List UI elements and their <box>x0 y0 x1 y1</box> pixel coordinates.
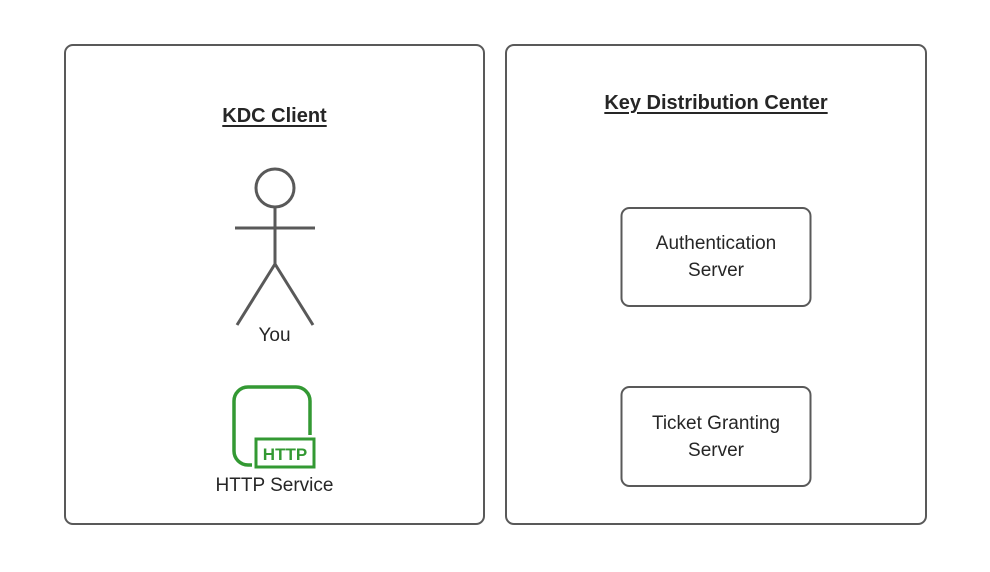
authentication-server-label: Authentication Server <box>655 233 777 281</box>
key-distribution-center-title: Key Distribution Center <box>604 92 828 114</box>
authentication-server-node: Authentication Server <box>620 207 812 307</box>
kdc-client-panel: KDC Client You HTTP HTTP Service <box>64 44 485 525</box>
ticket-granting-server-label: Ticket Granting Server <box>651 412 781 461</box>
actor-icon <box>234 167 315 326</box>
kdc-client-title: KDC Client <box>222 105 327 127</box>
http-service-label: HTTP Service <box>215 475 334 496</box>
actor-label: You <box>258 325 291 346</box>
ticket-granting-server-node: Ticket Granting Server <box>620 386 812 487</box>
http-badge-text: HTTP <box>262 445 306 464</box>
http-service-icon: HTTP <box>231 385 317 469</box>
key-distribution-center-panel: Key Distribution Center Authentication S… <box>505 44 927 525</box>
http-badge-box <box>254 437 315 469</box>
